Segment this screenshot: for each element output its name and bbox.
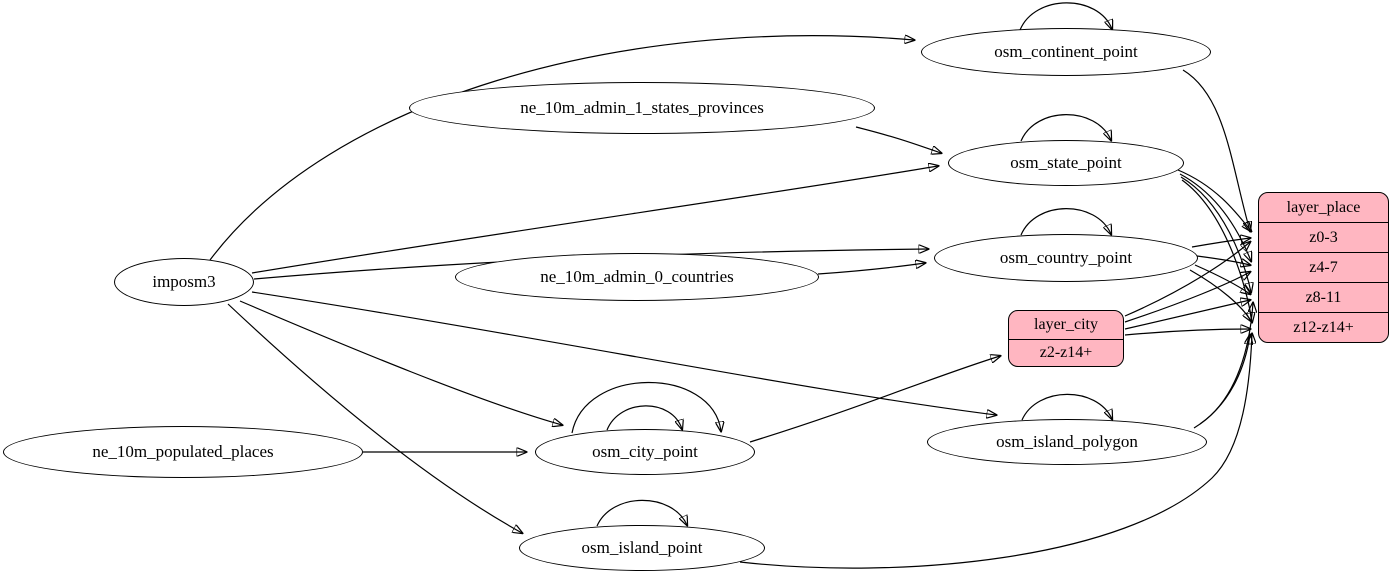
node-label: ne_10m_populated_places xyxy=(92,442,274,461)
node-label: osm_city_point xyxy=(592,442,698,461)
self-loop-osm_state_point xyxy=(1020,114,1111,141)
node-osm-island-polygon: osm_island_polygon xyxy=(927,419,1207,465)
edge-imposm3-osm_state_point xyxy=(251,166,938,274)
edge-layer_city-layer_place-z4-7 xyxy=(1124,272,1250,323)
edge-ne_10m_admin_0_countries-osm_country_point xyxy=(817,263,925,275)
node-label: osm_state_point xyxy=(1010,153,1122,172)
record-layer-place-row-z0-3: z0-3 xyxy=(1259,222,1388,252)
node-osm-city-point: osm_city_point xyxy=(535,429,755,475)
record-layer-place-title: layer_place xyxy=(1286,198,1361,216)
node-label: osm_island_polygon xyxy=(996,432,1138,451)
node-ne-10m-populated-places: ne_10m_populated_places xyxy=(3,426,363,478)
self-loop-osm_island_polygon xyxy=(1021,393,1112,420)
node-osm-island-point: osm_island_point xyxy=(519,525,765,571)
edge-imposm3-osm_island_polygon xyxy=(251,291,996,415)
self-loop-osm_island_point xyxy=(596,499,687,526)
record-layer-place-row-z4-7: z4-7 xyxy=(1259,252,1388,282)
node-label: osm_country_point xyxy=(999,248,1133,267)
node-osm-state-point: osm_state_point xyxy=(948,140,1184,186)
node-label: osm_continent_point xyxy=(994,42,1138,61)
edge-layer_city-layer_place-z12-z14 xyxy=(1124,329,1250,336)
node-label: ne_10m_admin_0_countries xyxy=(540,267,734,286)
record-layer-place: layer_place z0-3 z4-7 z8-11 z12-z14+ xyxy=(1258,192,1389,343)
edge-ne_10m_admin_1_states_provinces-osm_state_point xyxy=(855,126,941,153)
edge-layer_city-layer_place-z8-11 xyxy=(1124,300,1250,330)
self-loop-osm_city_point-inner xyxy=(606,405,682,430)
record-layer-city-row-z2-z14: z2-z14+ xyxy=(1009,339,1123,366)
record-layer-place-row-z12-z14: z12-z14+ xyxy=(1259,312,1388,342)
record-layer-place-row-z8-11: z8-11 xyxy=(1259,282,1388,312)
node-label: imposm3 xyxy=(152,272,216,291)
node-osm-country-point: osm_country_point xyxy=(934,234,1198,282)
edge-osm_state_point-layer_place-z4-7 xyxy=(1179,173,1251,261)
node-imposm3: imposm3 xyxy=(114,258,254,306)
edge-osm_country_point-layer_place-z0-3 xyxy=(1191,238,1250,248)
edge-osm_country_point-layer_place-z8-11 xyxy=(1194,264,1250,294)
edge-osm_island_point-layer_place-z12-z14 xyxy=(739,334,1252,569)
edge-osm_island_polygon-layer_place-z12-z14 xyxy=(1193,335,1250,429)
edge-imposm3-osm_island_point xyxy=(227,303,522,533)
edge-imposm3-osm_continent_point xyxy=(209,36,914,261)
node-ne-10m-admin-1-states-provinces: ne_10m_admin_1_states_provinces xyxy=(409,82,875,134)
self-loop-osm_continent_point xyxy=(1019,2,1112,30)
node-ne-10m-admin-0-countries: ne_10m_admin_0_countries xyxy=(455,253,819,301)
node-label: ne_10m_admin_1_states_provinces xyxy=(520,98,764,117)
self-loop-osm_city_point-outer xyxy=(571,382,721,434)
edge-imposm3-osm_city_point xyxy=(239,300,562,425)
node-osm-continent-point: osm_continent_point xyxy=(921,28,1211,76)
self-loop-osm_country_point xyxy=(1020,208,1111,235)
edge-osm_country_point-layer_place-z4-7 xyxy=(1196,255,1250,265)
record-layer-city-title: layer_city xyxy=(1034,316,1098,333)
record-layer-city: layer_city z2-z14+ xyxy=(1008,310,1124,367)
node-label: osm_island_point xyxy=(581,538,703,557)
edge-osm_city_point-layer_city xyxy=(749,356,1000,443)
edge-osm_continent_point-layer_place-z0-3 xyxy=(1182,69,1250,231)
edge-osm_state_point-layer_place-z0-3 xyxy=(1177,169,1251,231)
edge-layer_city-layer_place-z0-3 xyxy=(1124,242,1250,317)
edge-osm_country_point-layer_place-z12-z14 xyxy=(1189,269,1251,321)
